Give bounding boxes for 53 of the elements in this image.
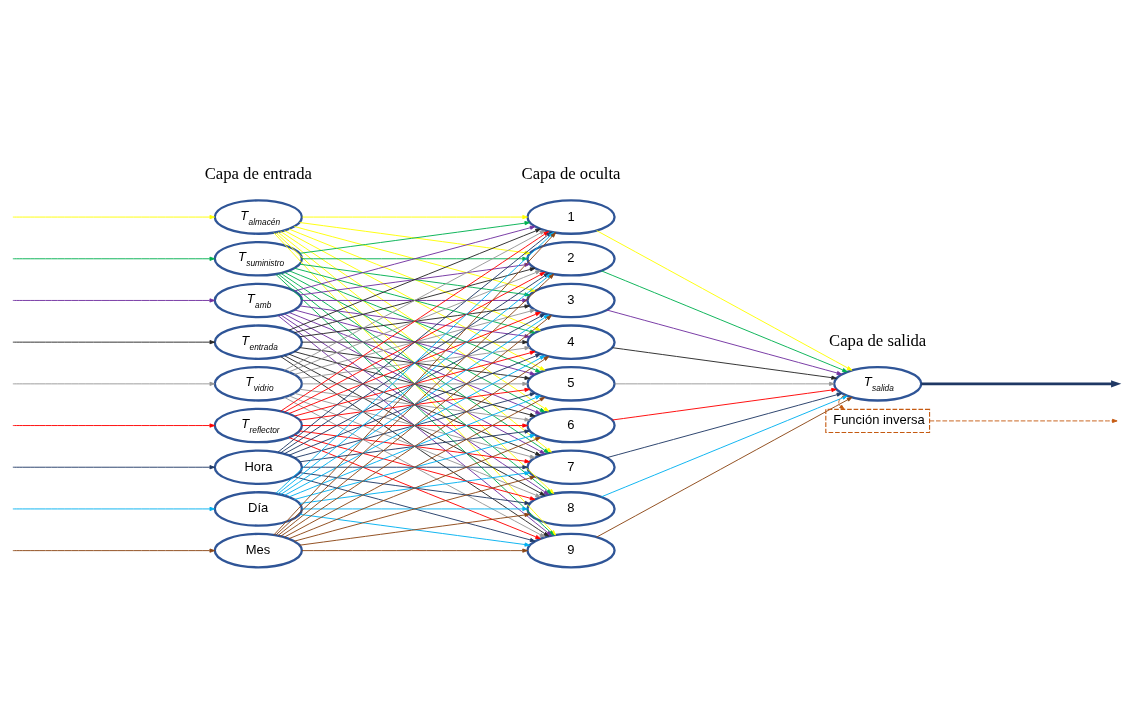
arrow — [601, 270, 848, 373]
arrow — [301, 548, 528, 553]
arrow — [12, 381, 216, 386]
node-ellipse: Día — [213, 491, 304, 527]
arrow — [601, 395, 848, 498]
arrow — [929, 418, 1118, 423]
arrow — [288, 395, 541, 498]
arrow — [12, 548, 216, 553]
arrow — [301, 506, 528, 511]
arrow — [12, 215, 216, 220]
arrow — [288, 228, 541, 331]
arrow — [283, 230, 546, 371]
label: Capa de entrada — [204, 164, 312, 184]
node-box: Función inversa — [825, 408, 931, 434]
arrow — [606, 392, 843, 459]
arrow — [301, 465, 528, 470]
arrow — [12, 256, 216, 261]
label: Capa de salida — [829, 331, 927, 351]
arrow — [301, 381, 528, 386]
arrow — [293, 392, 536, 459]
arrow — [288, 270, 541, 373]
arrow — [301, 256, 528, 261]
node-ellipse: T$_{reflector}$ — [213, 407, 304, 444]
arrow — [838, 394, 846, 410]
arrow — [614, 381, 835, 386]
arrow — [921, 380, 1122, 388]
node-ellipse: T$_{almacén}$ — [213, 199, 304, 235]
arrow — [12, 465, 216, 470]
label: Capa de oculta — [521, 164, 621, 184]
node-ellipse: T$_{suministro}$ — [213, 240, 304, 277]
node-ellipse: Mes — [213, 532, 304, 569]
arrow — [277, 315, 552, 536]
node-ellipse: T$_{entrada}$ — [213, 324, 304, 360]
arrow — [301, 423, 528, 428]
arrow — [611, 387, 837, 421]
arrow — [283, 355, 546, 496]
arrow — [301, 215, 528, 220]
node-ellipse: T$_{amb}$ — [213, 282, 304, 319]
arrow — [12, 340, 216, 345]
arrow — [301, 298, 528, 303]
arrow — [611, 347, 837, 380]
arrow — [288, 437, 541, 540]
arrow — [301, 340, 528, 345]
arrow — [606, 309, 843, 376]
arrow — [12, 506, 216, 511]
arrow — [280, 356, 550, 537]
arrow — [283, 313, 546, 455]
node-ellipse: Hora — [213, 449, 304, 486]
node-ellipse: T$_{vidrio}$ — [213, 366, 304, 402]
arrow — [12, 423, 216, 428]
arrow — [12, 298, 216, 303]
arrow — [283, 271, 546, 413]
arrow — [288, 353, 541, 456]
